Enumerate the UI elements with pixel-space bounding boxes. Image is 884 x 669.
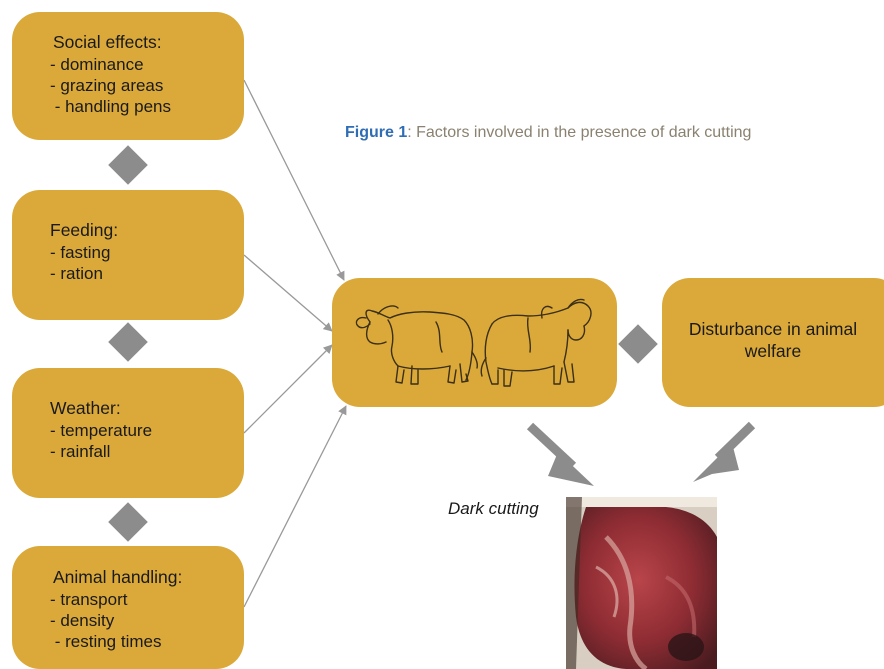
factor-box-feeding: Feeding: - fasting - ration — [12, 190, 244, 320]
factor-item: - dominance — [50, 54, 234, 75]
factor-item: - grazing areas — [50, 75, 234, 96]
factor-title: Weather: — [50, 398, 234, 419]
figure-caption-text: : Factors involved in the presence of da… — [407, 124, 751, 141]
welfare-box-label: Disturbance in animal welfare — [662, 318, 884, 362]
factor-box-weather: Weather: - temperature - rainfall — [12, 368, 244, 498]
factor-item: - rainfall — [50, 441, 234, 462]
factor-title: Social effects: — [53, 32, 234, 53]
dark-cutting-meat-photo-icon — [566, 497, 717, 669]
outcome-label: Dark cutting — [448, 499, 539, 519]
connector-handling — [244, 406, 346, 607]
factor-item: - density — [50, 610, 234, 631]
factor-box-social-effects: Social effects: - dominance - grazing ar… — [12, 12, 244, 140]
factor-box-animal-handling: Animal handling: - transport - density -… — [12, 546, 244, 669]
arrow-animals-to-outcome — [530, 426, 594, 486]
factor-item: - transport — [50, 589, 234, 610]
factor-item: - temperature — [50, 420, 234, 441]
figure-label: Figure 1 — [345, 124, 407, 141]
factor-title: Animal handling: — [53, 567, 234, 588]
factor-item: - ration — [50, 263, 234, 284]
figure-caption: Figure 1: Factors involved in the presen… — [345, 124, 751, 142]
factor-item: - fasting — [50, 242, 234, 263]
arrow-welfare-to-outcome — [693, 425, 752, 482]
cattle-illustration-icon — [332, 278, 617, 407]
factor-item: - handling pens — [50, 96, 234, 117]
factor-title: Feeding: — [50, 220, 234, 241]
connector-social — [244, 80, 344, 280]
factor-item: - resting times — [50, 631, 234, 652]
welfare-box: Disturbance in animal welfare — [662, 278, 884, 407]
connector-weather — [244, 345, 332, 433]
connector-feeding — [244, 255, 332, 331]
animals-box — [332, 278, 617, 407]
